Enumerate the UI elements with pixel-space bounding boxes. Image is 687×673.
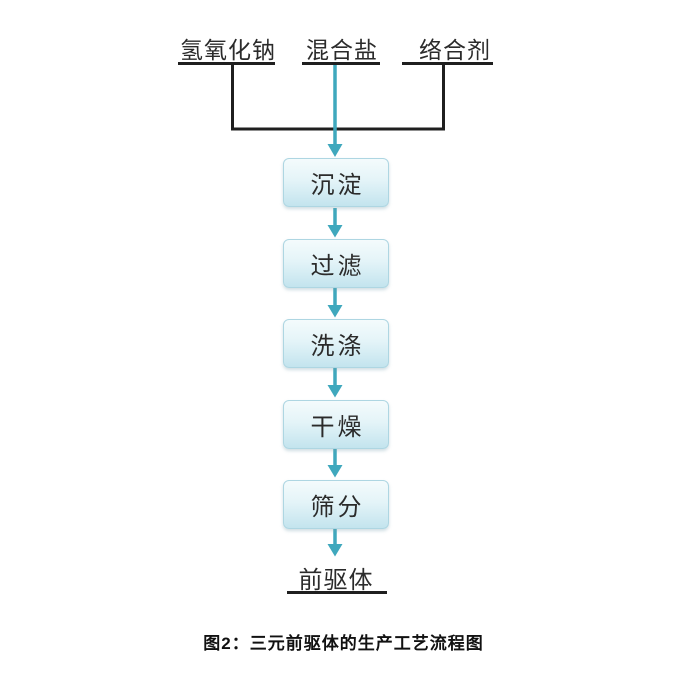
flow-arrow-into-step-1 <box>327 63 343 157</box>
step-box-precipitation: 沉淀 <box>283 158 389 207</box>
flow-arrow-step-3-4 <box>327 368 343 398</box>
input-label-complexing-agent: 络合剂 <box>419 37 491 63</box>
flow-arrow-step-1-2 <box>327 208 343 238</box>
step-box-sieving: 筛分 <box>283 480 389 529</box>
input-label-sodium-hydroxide: 氢氧化钠 <box>180 37 276 63</box>
step-label: 沉淀 <box>310 172 365 199</box>
input-underline-mixed-salt <box>302 62 380 65</box>
flow-arrow-step-4-5 <box>327 449 343 478</box>
step-label: 筛分 <box>310 494 365 521</box>
flow-arrow-into-output <box>327 529 343 557</box>
flow-arrow-step-2-3 <box>327 288 343 318</box>
figure-caption: 图2：三元前驱体的生产工艺流程图 <box>203 634 484 653</box>
step-label: 干燥 <box>310 414 365 441</box>
input-connector-line <box>231 63 445 131</box>
step-label: 过滤 <box>310 253 365 280</box>
output-label-precursor: 前驱体 <box>298 567 374 594</box>
step-box-filtration: 过滤 <box>283 239 389 288</box>
input-label-mixed-salt: 混合盐 <box>306 37 378 63</box>
step-box-washing: 洗涤 <box>283 319 389 368</box>
input-underline-complexing-agent <box>402 62 493 65</box>
step-box-drying: 干燥 <box>283 400 389 449</box>
input-underline-sodium-hydroxide <box>178 62 275 65</box>
output-underline <box>287 591 387 594</box>
step-label: 洗涤 <box>310 333 365 360</box>
